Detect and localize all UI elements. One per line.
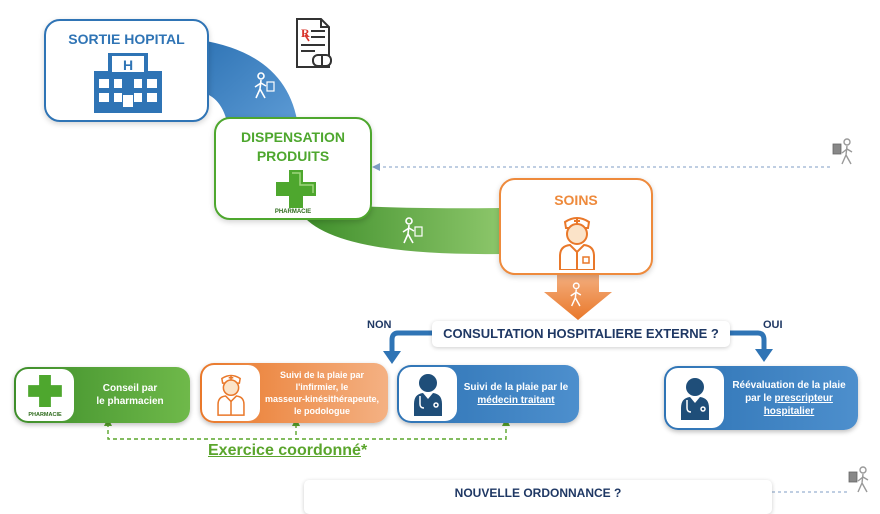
walking-patient-icon [402,217,423,244]
option-pharmacist-advice: PHARMACIE Conseil par le pharmacien [14,367,190,423]
option-icon-box [666,368,724,428]
option-text-link[interactable]: hospitalier [763,405,815,417]
node-title-line2: PRODUITS [256,148,330,164]
nurse-icon [217,374,245,416]
walking-patient-icon [832,138,853,165]
pharmacy-cross-icon [276,170,316,208]
hospital-building-icon: H [94,53,162,113]
walking-patient-icon [254,72,275,99]
option-text-line: le podologue [293,406,350,416]
doctor-icon [681,378,709,420]
pharmacy-caption: PHARMACIE [28,412,62,418]
option-text-line: masseur-kinésithérapeute, [264,394,380,404]
option-text-line: Suivi de la plaie par [279,370,365,380]
connector-soins-question [544,272,612,320]
svg-text:H: H [123,57,133,73]
option-doctor-followup: Suivi de la plaie par le médecin traitan… [397,365,579,423]
option-text-link[interactable]: prescripteur [774,392,833,404]
option-text-line: le pharmacien [96,396,164,407]
arrow-non [389,330,432,353]
option-text-line: l'infirmier, le [295,382,349,392]
exercise-label-text[interactable]: Exercice coordonné [208,442,361,459]
option-icon-box: PHARMACIE [16,369,74,421]
label-non: NON [367,319,392,331]
nurse-icon [559,217,595,270]
option-text-line: Réévaluation de la plaie [732,379,846,391]
option-nurse-followup: Suivi de la plaie par l'infirmier, le ma… [200,363,388,423]
new-prescription-question: NOUVELLE ORDONNANCE ? [304,480,772,514]
walking-patient-icon [570,282,582,307]
option-text-link[interactable]: médecin traitant [477,395,555,406]
node-dispensation-produits: DISPENSATION PRODUITS PHARMACIE [214,117,372,220]
option-text-line: Suivi de la plaie par le [463,382,569,393]
connector-hospital-dispensation [200,40,298,126]
node-title-line1: DISPENSATION [241,129,345,145]
svg-text:R: R [301,26,310,40]
label-oui: OUI [763,319,783,331]
option-prescriber-reevaluation: Réévaluation de la plaie par le prescrip… [664,366,858,430]
new-prescription-text: NOUVELLE ORDONNANCE ? [454,486,622,500]
consultation-question-text: CONSULTATION HOSPITALIERE EXTERNE ? [443,326,719,341]
exercise-asterisk: * [360,442,368,459]
option-icon-box [202,365,260,421]
exercise-bracket [107,423,507,440]
node-title: SOINS [554,192,598,208]
consultation-question: CONSULTATION HOSPITALIERE EXTERNE ? [432,321,730,347]
pharmacy-cross-icon [28,375,62,407]
pharmacy-caption: PHARMACIE [274,209,312,215]
node-soins: SOINS [499,178,653,275]
node-sortie-hopital: SORTIE HOPITAL H [44,19,209,122]
walking-patient-icon [848,466,869,493]
exercise-coordinated-label: Exercice coordonné* [208,442,367,460]
doctor-icon [414,374,442,416]
prescription-document-icon: R [296,18,332,68]
option-text-line: par le [745,392,772,404]
option-icon-box [399,367,457,421]
option-text-line: Conseil par [102,383,158,394]
arrow-oui [730,330,767,351]
node-title: SORTIE HOPITAL [68,31,185,47]
